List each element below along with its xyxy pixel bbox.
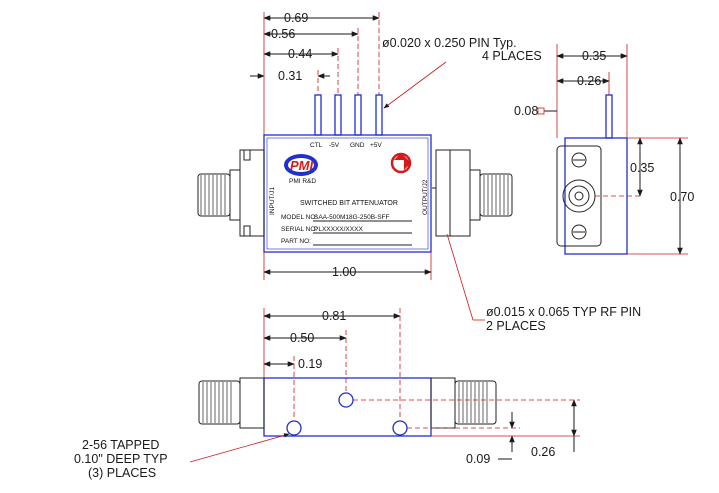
- rf-pin-note-line1: ø0.015 x 0.065 TYP RF PIN: [486, 305, 641, 319]
- pin-label-neg5v: -5V: [329, 142, 340, 149]
- pin-note-leader: [383, 61, 447, 109]
- housing-inner: [266, 137, 429, 250]
- output-label: OUTPUT/J2: [422, 179, 429, 215]
- side-dim-008-box: [537, 107, 545, 115]
- tapped-hole-2: [286, 420, 302, 436]
- side-dim-008: 0.08: [514, 104, 538, 118]
- side-view: 0.35 0.26 0.08 0.35 0.70: [514, 44, 694, 255]
- input-connector: [197, 149, 265, 237]
- dim-069: 0.69: [284, 11, 308, 25]
- rf-pin-note-line2: 2 PLACES: [486, 319, 546, 333]
- bottom-input-connector: [198, 377, 265, 429]
- bot-dim-009: 0.09: [466, 452, 490, 466]
- output-connector: [432, 149, 513, 237]
- dim-056: 0.56: [271, 27, 295, 41]
- bottom-output-connector: [430, 377, 497, 429]
- side-dim-035w: 0.35: [582, 49, 606, 63]
- logo-sub: PMI R&D: [289, 178, 316, 185]
- model-label: MODEL NO:: [281, 214, 317, 221]
- bot-dim-019: 0.19: [298, 357, 322, 371]
- side-dim-026w: 0.26: [577, 74, 601, 88]
- rf-pin-leader: [446, 233, 474, 321]
- bottom-view: 0.81 0.50 0.19: [74, 308, 580, 480]
- side-flange: [556, 145, 602, 247]
- side-screw-bottom: [571, 224, 587, 240]
- pin-label-ctl: CTL: [310, 142, 323, 149]
- bot-dim-026: 0.26: [531, 445, 555, 459]
- pin-label-pos5v: +5V: [370, 142, 382, 149]
- pin-neg5v: [334, 94, 342, 136]
- side-screw-top: [571, 152, 587, 168]
- pin-note-line2: 4 PLACES: [482, 49, 542, 63]
- compass-icon: [390, 152, 412, 174]
- tap-note-line3: (3) PLACES: [88, 466, 156, 480]
- pmi-logo: PMI PMI R&D: [284, 154, 318, 185]
- tap-note-line2: 0.10" DEEP TYP: [74, 452, 168, 466]
- tapped-hole-1: [338, 392, 354, 408]
- dim-031: 0.31: [278, 69, 302, 83]
- bot-dim-050: 0.50: [290, 331, 314, 345]
- tap-note-leader: [189, 433, 290, 463]
- pin-gnd: [354, 94, 362, 136]
- side-dim-035h: 0.35: [630, 161, 654, 175]
- side-pin: [605, 94, 613, 139]
- serial-value: PLXXXXX/XXXX: [314, 226, 363, 233]
- side-dim-070: 0.70: [670, 190, 694, 204]
- logo-text: PMI: [290, 158, 314, 173]
- housing-body: [263, 134, 432, 253]
- input-label: INPUT/J1: [269, 186, 276, 215]
- tapped-hole-3: [392, 420, 408, 436]
- model-value: SAA-500M18G-250B-SFF: [314, 214, 390, 221]
- dim-100: 1.00: [332, 265, 356, 279]
- pin-pos5v: [375, 94, 383, 136]
- dim-044: 0.44: [288, 47, 312, 61]
- pin-label-gnd: GND: [350, 142, 365, 149]
- part-label: PART NO:: [281, 238, 311, 245]
- device-title: SWITCHED BIT ATTENUATOR: [300, 200, 398, 207]
- tap-note-line1: 2-56 TAPPED: [82, 438, 159, 452]
- bot-dim-081: 0.81: [322, 309, 346, 323]
- top-view: 0.69 0.56 0.44 0.31 ø0.020 x 0.250 PIN T…: [197, 11, 542, 280]
- serial-label: SERIAL NO:: [281, 226, 317, 233]
- pin-ctl: [314, 94, 322, 136]
- pin-note-line1: ø0.020 x 0.250 PIN Typ.: [382, 36, 517, 50]
- side-connector: [562, 179, 596, 213]
